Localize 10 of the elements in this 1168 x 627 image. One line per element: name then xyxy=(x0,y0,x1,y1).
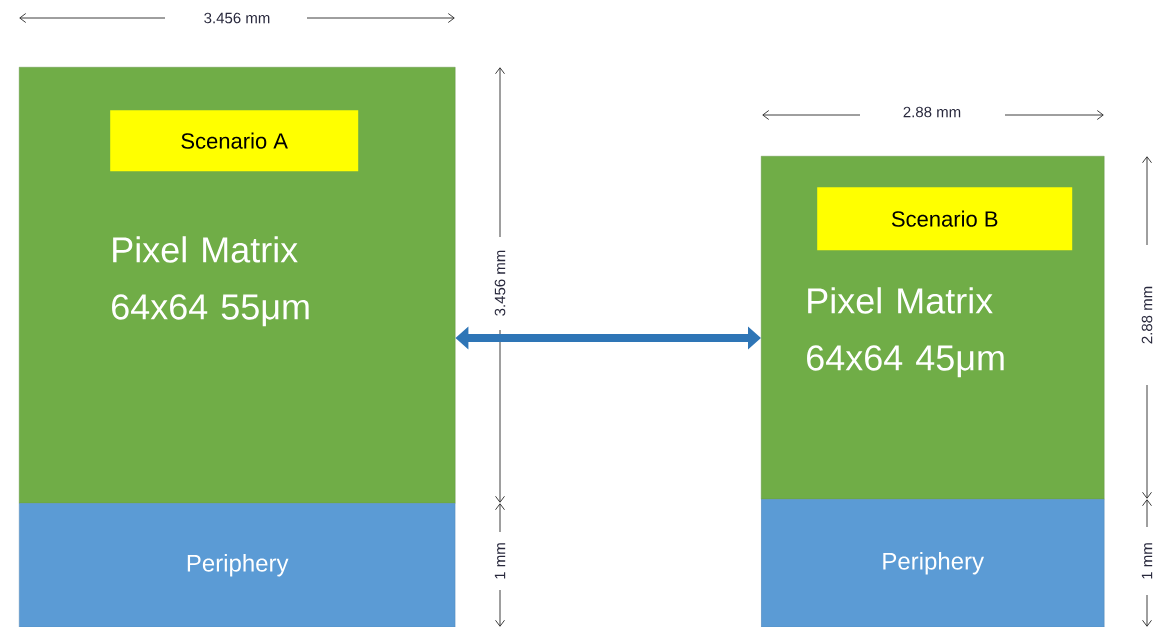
dimension-label: 2.88 mm xyxy=(903,106,961,118)
periphery-box: Periphery xyxy=(761,499,1105,627)
scenario-box: Scenario A xyxy=(110,110,359,172)
dimension-label: 2.88 mm xyxy=(1141,286,1153,344)
dimension-label: 1 mm xyxy=(1141,543,1153,579)
scenario-box: Scenario B xyxy=(817,187,1073,251)
dimension-label: 3.456 mm xyxy=(204,12,270,24)
periphery-box: Periphery xyxy=(19,503,456,627)
dimension-label: 3.456 mm xyxy=(494,250,506,316)
dimension-label: 1 mm xyxy=(494,543,506,579)
